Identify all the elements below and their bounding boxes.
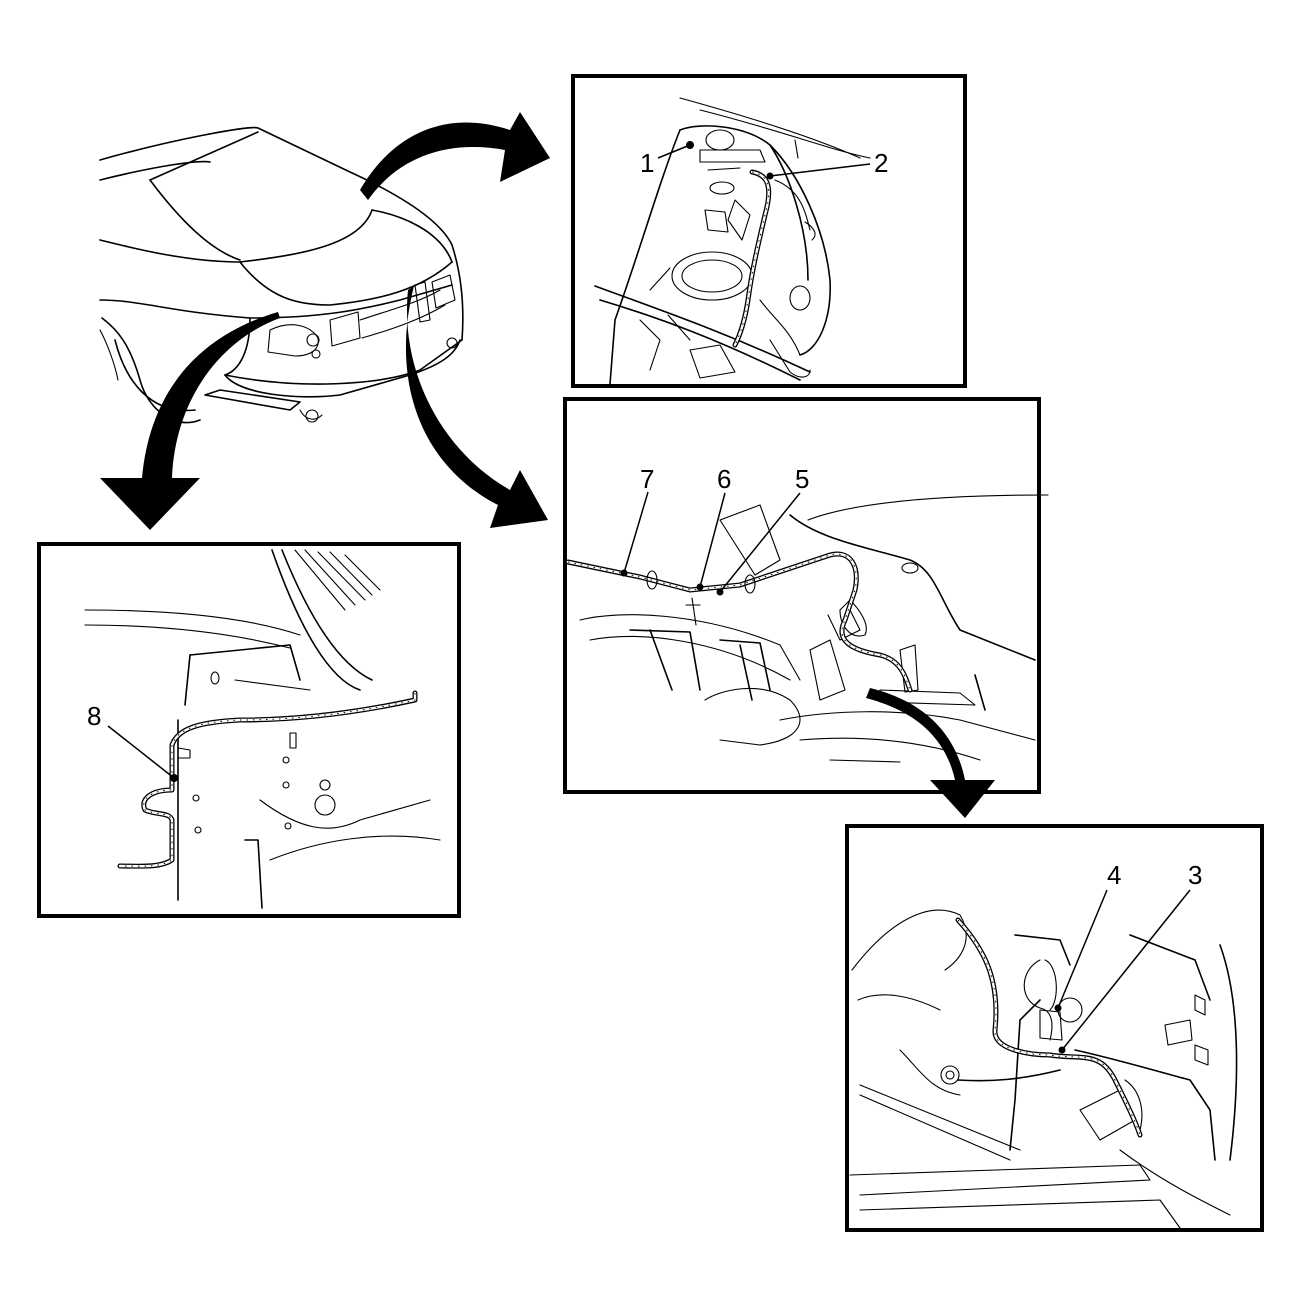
callout-8: 8 — [87, 701, 101, 731]
panel-trunk-floor — [563, 397, 1049, 794]
arrow-to-panel-top-right — [360, 112, 550, 200]
callout-6: 6 — [717, 464, 731, 494]
callout-5: 5 — [795, 464, 809, 494]
arrow-to-panel-middle-right — [405, 286, 548, 528]
arrow-to-panel-bottom-right — [866, 688, 995, 818]
callout-3: 3 — [1188, 860, 1202, 890]
arrow-to-panel-left — [100, 312, 280, 530]
callout-2: 2 — [874, 148, 888, 178]
panel-rear-compartment — [845, 824, 1264, 1232]
panel-quarter-panel — [37, 542, 461, 918]
panel-trunk-lid — [571, 74, 967, 388]
callout-7: 7 — [640, 464, 654, 494]
callout-1: 1 — [640, 148, 654, 178]
callout-4: 4 — [1107, 860, 1121, 890]
